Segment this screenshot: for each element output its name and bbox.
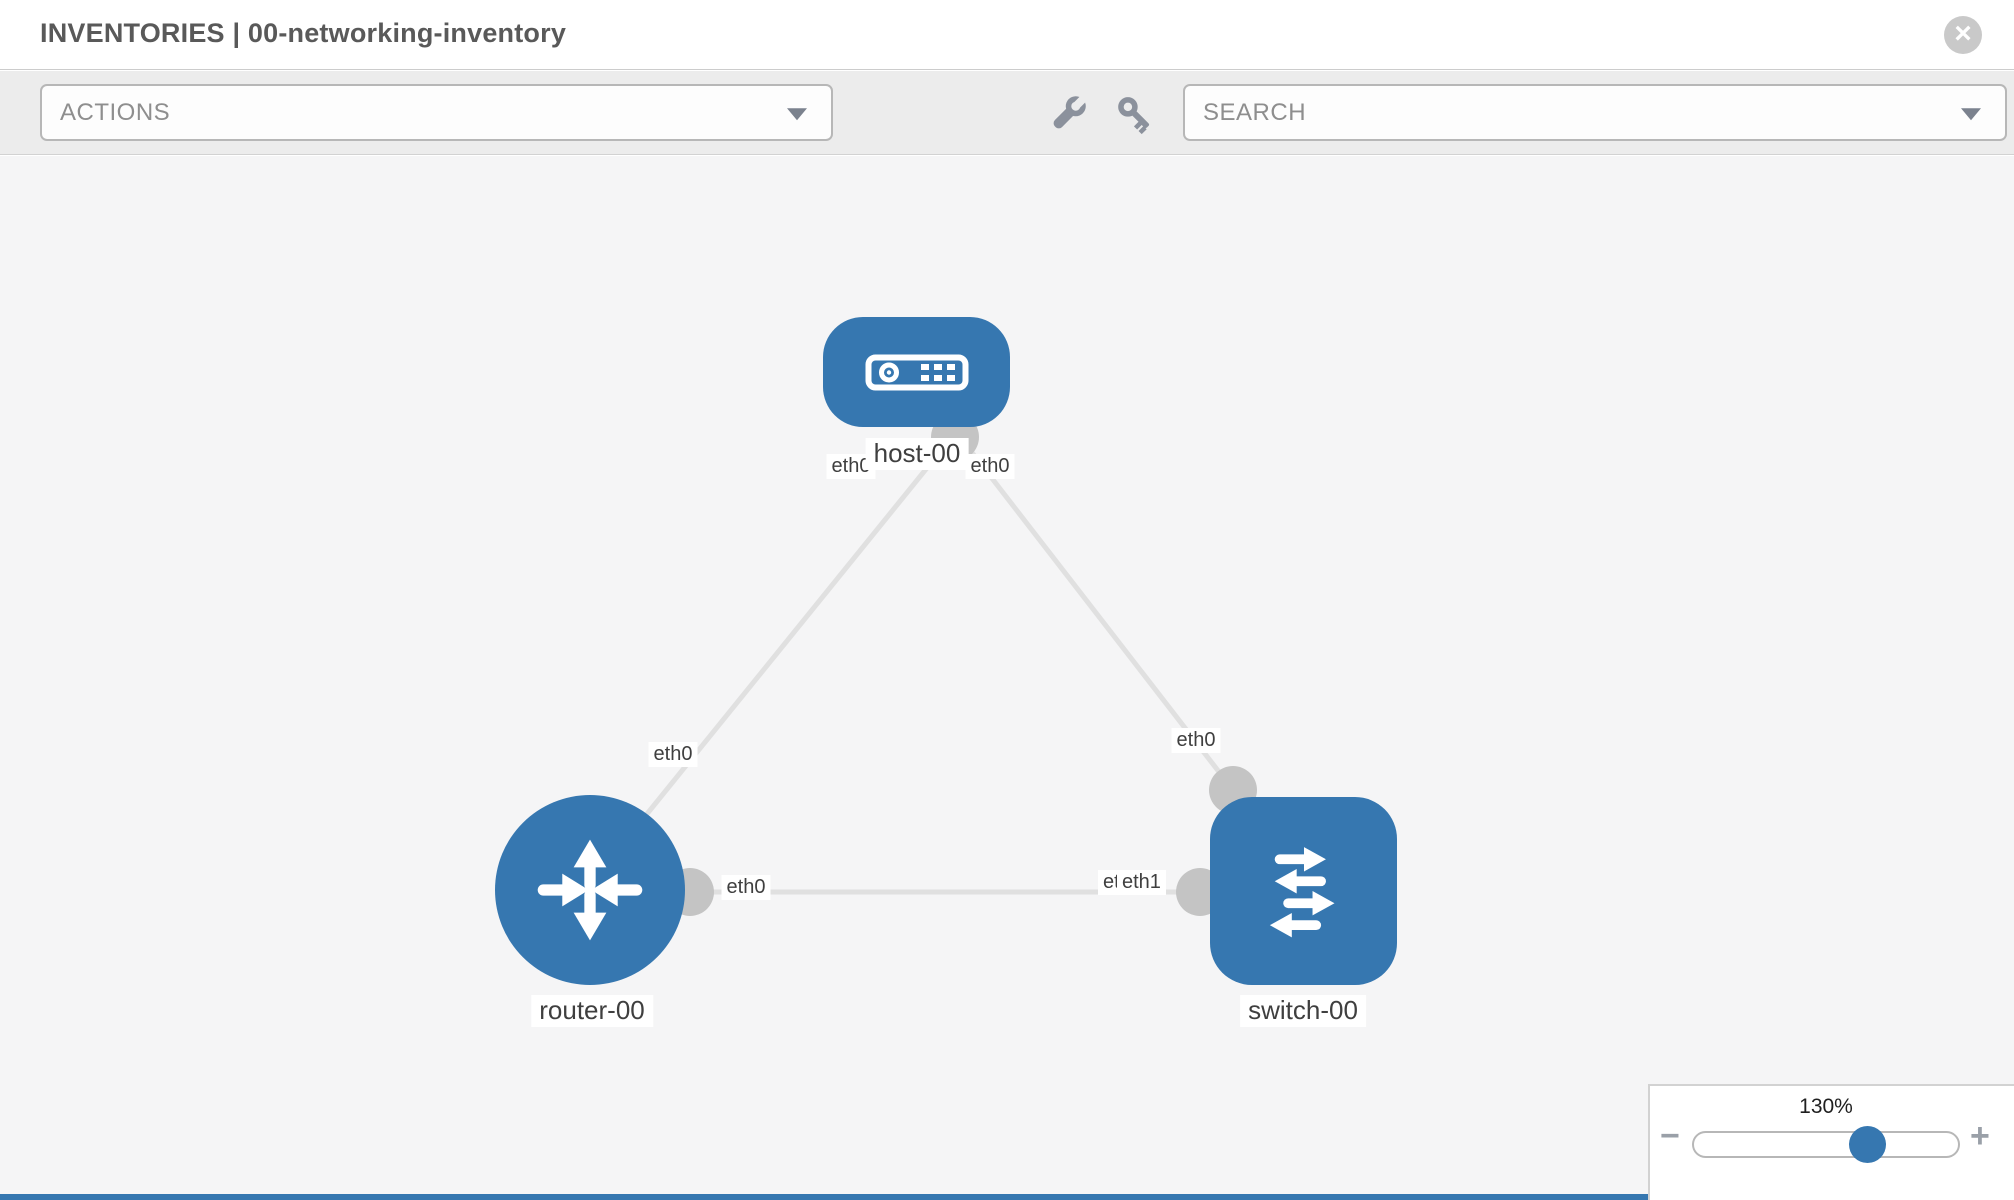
- key-icon: [1118, 97, 1150, 135]
- toolbar: ACTIONS: [0, 71, 2014, 155]
- node-label-switch-00: switch-00: [1240, 995, 1366, 1027]
- edge-label-host-switch-host-end: eth0: [965, 454, 1015, 479]
- close-button[interactable]: ×: [1944, 16, 1982, 54]
- credentials-button[interactable]: [1112, 92, 1158, 138]
- zoom-slider-thumb[interactable]: [1849, 1126, 1886, 1163]
- edge-label-router-switch-router-end: eth0: [721, 875, 771, 900]
- edge-label-host-router-router-end: eth0: [648, 742, 698, 767]
- edge-label-host-router-host-end: eth0: [826, 454, 876, 479]
- node-label-router-00: router-00: [531, 995, 653, 1027]
- edge-label-router-switch-switch-end-front: eth1: [1117, 870, 1166, 895]
- zoom-slider[interactable]: [1692, 1126, 1960, 1163]
- search-dropdown[interactable]: SEARCH: [1183, 84, 2007, 141]
- chevron-down-icon: [787, 107, 807, 120]
- actions-dropdown[interactable]: ACTIONS: [40, 84, 833, 141]
- zoom-level: 130%: [1799, 1095, 1853, 1118]
- edge-host-router: [598, 435, 954, 874]
- search-dropdown-label: SEARCH: [1203, 98, 1307, 126]
- close-icon: ×: [1954, 16, 1972, 50]
- node-router-00[interactable]: [495, 795, 685, 985]
- node-host-00[interactable]: [823, 317, 1010, 427]
- zoom-panel: 130% − +: [1648, 1084, 2014, 1200]
- topology-canvas[interactable]: eth0 eth0 host-00 eth0 eth0 eth0 eth0 et…: [0, 156, 2014, 1200]
- node-label-host-00: host-00: [865, 438, 969, 470]
- zoom-in-button[interactable]: +: [1970, 1117, 1990, 1155]
- configure-button[interactable]: [1045, 92, 1091, 138]
- wrench-icon: [1053, 94, 1088, 129]
- header: INVENTORIES | 00-networking-inventory ×: [0, 0, 2014, 70]
- switch-icon: [1269, 847, 1334, 938]
- zoom-out-button[interactable]: −: [1660, 1117, 1680, 1155]
- chevron-down-icon: [1961, 107, 1981, 120]
- router-icon: [537, 839, 643, 941]
- actions-dropdown-label: ACTIONS: [60, 98, 171, 126]
- node-switch-00[interactable]: [1210, 797, 1397, 985]
- page-title: INVENTORIES | 00-networking-inventory: [40, 18, 567, 48]
- edge-label-host-switch-switch-end: eth0: [1171, 728, 1221, 753]
- bottom-accent-bar: [0, 1194, 1648, 1200]
- edge-layer: [598, 413, 1257, 916]
- host-icon: [865, 354, 968, 390]
